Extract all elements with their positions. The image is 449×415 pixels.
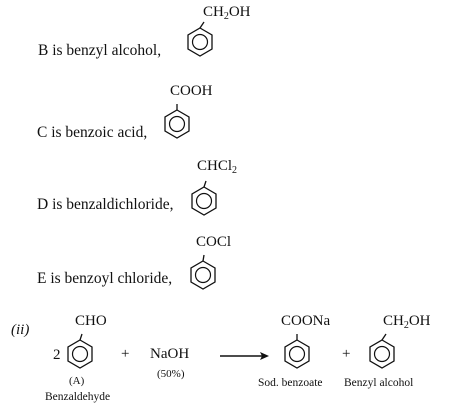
label-b: B is benzyl alcohol, xyxy=(38,42,162,59)
part-label-ii: (ii) xyxy=(11,322,30,338)
reactant-name: Benzaldehyde xyxy=(45,391,111,403)
benzoic-acid-group: COOH xyxy=(170,83,213,99)
benzene-ring-product1 xyxy=(284,334,310,369)
reaction-arrow xyxy=(220,352,269,360)
benzyl-alcohol-group: CH2OH xyxy=(203,4,251,22)
product2-group: CH2OH xyxy=(383,313,431,331)
product1-group: COONa xyxy=(281,313,331,329)
coefficient: 2 xyxy=(53,347,61,363)
product1-name: Sod. benzoate xyxy=(258,377,323,389)
label-e: E is benzoyl chloride, xyxy=(37,270,173,287)
reactant-group: CHO xyxy=(75,313,107,329)
plus-sign-2: + xyxy=(342,346,351,362)
label-d: D is benzaldichloride, xyxy=(37,196,174,213)
benzene-ring-product2 xyxy=(369,333,395,369)
benzene-ring-c xyxy=(164,104,190,139)
reagent-condition: (50%) xyxy=(157,368,185,380)
benzene-ring-b xyxy=(187,21,213,57)
label-c: C is benzoic acid, xyxy=(37,124,148,141)
reagent: NaOH xyxy=(150,346,190,362)
benzaldichloride-group: CHCl2 xyxy=(197,158,238,176)
plus-sign-1: + xyxy=(121,346,130,362)
benzene-ring-reactant xyxy=(67,333,93,369)
benzene-ring-e xyxy=(190,254,216,290)
reactant-tag: (A) xyxy=(69,375,85,387)
benzoyl-chloride-group: COCl xyxy=(196,234,232,250)
product2-name: Benzyl alcohol xyxy=(344,377,414,389)
benzene-ring-d xyxy=(191,180,217,216)
